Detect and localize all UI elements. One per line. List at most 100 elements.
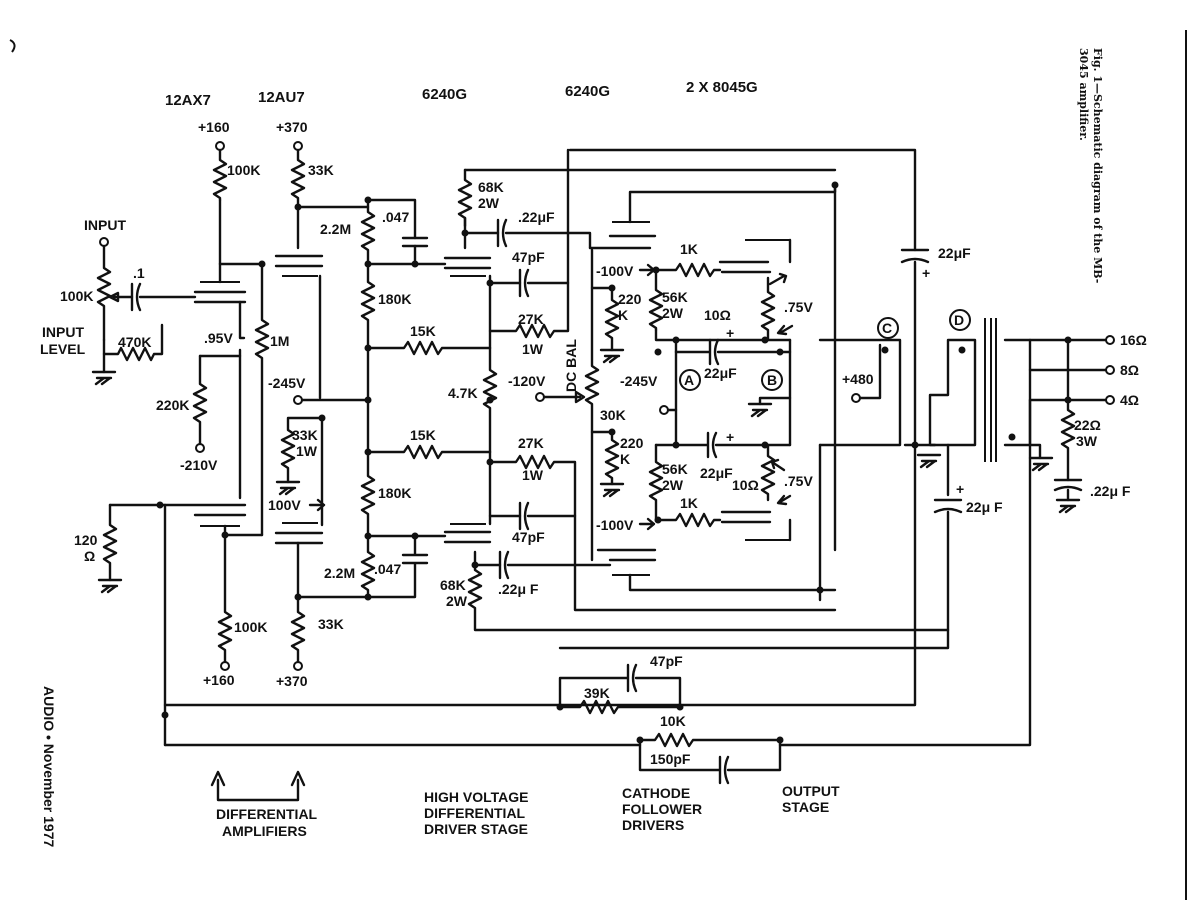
marker-b: B bbox=[767, 372, 777, 388]
r-100k-bot-label: 100K bbox=[234, 619, 267, 635]
r-180k-bot-label: 180K bbox=[378, 485, 411, 501]
input-label: INPUT bbox=[84, 217, 126, 233]
r-56k-bot-b: 2W bbox=[662, 477, 684, 493]
out-8-label: 8Ω bbox=[1120, 362, 1139, 378]
stage-cf-3: DRIVERS bbox=[622, 817, 684, 833]
pot-100k-label: 100K bbox=[60, 288, 93, 304]
r-33k-bot-label: 33K bbox=[318, 616, 344, 632]
c-047-top-label: .047 bbox=[382, 209, 409, 225]
input-level-label-2: LEVEL bbox=[40, 341, 86, 357]
cap-point1-label: .1 bbox=[133, 265, 145, 281]
r-27k-bot-b: 1W bbox=[522, 467, 544, 483]
stage-differential-2: AMPLIFIERS bbox=[222, 823, 307, 839]
r-220k-label: 220K bbox=[156, 397, 189, 413]
tube-label-8045g: 2 X 8045G bbox=[686, 79, 758, 96]
r-68k-top-b: 2W bbox=[478, 195, 500, 211]
marker-c: C bbox=[882, 320, 892, 336]
tube-label-12ax7: 12AX7 bbox=[165, 92, 211, 109]
v-095-label: .95V bbox=[204, 330, 233, 346]
r-15k-top-label: 15K bbox=[410, 323, 436, 339]
rail-160-top: +160 bbox=[198, 119, 230, 135]
c-22uf-bot-label: .22μ F bbox=[498, 581, 539, 597]
stage-differential-1: DIFFERENTIAL bbox=[216, 806, 318, 822]
v-m245-label: -245V bbox=[268, 375, 306, 391]
out-4-label: 4Ω bbox=[1120, 392, 1139, 408]
r-220-b-k: K bbox=[620, 451, 630, 467]
plus-right-bot: + bbox=[956, 481, 964, 497]
v-480-label: +480 bbox=[842, 371, 874, 387]
stage-hv-2: DIFFERENTIAL bbox=[424, 805, 526, 821]
r-1k-bot-label: 1K bbox=[680, 495, 698, 511]
plus-top-cap: + bbox=[726, 325, 734, 341]
r-15k-bot-label: 15K bbox=[410, 427, 436, 443]
r-120-unit: Ω bbox=[84, 548, 95, 564]
r-10-top-label: 10Ω bbox=[704, 307, 731, 323]
c-47pf-top-label: 47pF bbox=[512, 249, 545, 265]
r-56k-bot-label: 56K bbox=[662, 461, 688, 477]
v-m100-top-label: -100V bbox=[596, 263, 634, 279]
r-39k-label: 39K bbox=[584, 685, 610, 701]
r-33k-1w-label: 33K bbox=[292, 427, 318, 443]
rail-370-bot: +370 bbox=[276, 673, 308, 689]
input-level-label-1: INPUT bbox=[42, 324, 84, 340]
v-m210-label: -210V bbox=[180, 457, 218, 473]
c-150pf-label: 150pF bbox=[650, 751, 691, 767]
rail-370-top: +370 bbox=[276, 119, 308, 135]
r-33k-top-label: 33K bbox=[308, 162, 334, 178]
c-47pf-fb-label: 47pF bbox=[650, 653, 683, 669]
r-68k-bot-label: 68K bbox=[440, 577, 466, 593]
v-100-label: 100V bbox=[268, 497, 301, 513]
r-220k-k-b: K bbox=[618, 307, 628, 323]
tube-label-6240g-b: 6240G bbox=[565, 83, 610, 100]
stage-hv-1: HIGH VOLTAGE bbox=[424, 789, 528, 805]
stage-hv-3: DRIVER STAGE bbox=[424, 821, 528, 837]
v-m245-b-label: -245V bbox=[620, 373, 658, 389]
r-220k-k-label: 220 bbox=[618, 291, 642, 307]
stage-cf-2: FOLLOWER bbox=[622, 801, 702, 817]
r-22m-bot-label: 2.2M bbox=[324, 565, 355, 581]
r-220-b-label: 220 bbox=[620, 435, 644, 451]
c-22uf-a-label: 22μF bbox=[704, 365, 737, 381]
r-22m-top-label: 2.2M bbox=[320, 221, 351, 237]
r-33k-1w-b: 1W bbox=[296, 443, 318, 459]
r-56k-top-b: 2W bbox=[662, 305, 684, 321]
out-16-label: 16Ω bbox=[1120, 332, 1147, 348]
c-022-label: .22μ F bbox=[1090, 483, 1131, 499]
r-27k-top-b: 1W bbox=[522, 341, 544, 357]
r-1m-label: 1M bbox=[270, 333, 289, 349]
plus-mid-cap: + bbox=[726, 429, 734, 445]
stage-output-2: STAGE bbox=[782, 799, 829, 815]
plus-right-top: + bbox=[922, 265, 930, 281]
r-56k-top-label: 56K bbox=[662, 289, 688, 305]
r-22-label: 22Ω bbox=[1074, 417, 1101, 433]
v-m100-bot-label: -100V bbox=[596, 517, 634, 533]
r-68k-bot-b: 2W bbox=[446, 593, 468, 609]
figure-caption-line2: 3045 amplifier. bbox=[1077, 48, 1090, 141]
r-68k-top-label: 68K bbox=[478, 179, 504, 195]
tube-label-12au7: 12AU7 bbox=[258, 89, 305, 106]
r-27k-bot-label: 27K bbox=[518, 435, 544, 451]
pot-30k-label: 30K bbox=[600, 407, 626, 423]
c-22uf-top-label: .22μF bbox=[518, 209, 555, 225]
tube-label-6240g-a: 6240G bbox=[422, 86, 467, 103]
c-22uf-mid-label: 22μF bbox=[700, 465, 733, 481]
v-075-top-label: .75V bbox=[784, 299, 813, 315]
c-22uf-right-top-label: 22μF bbox=[938, 245, 971, 261]
page-footer: AUDIO • November 1977 bbox=[41, 686, 57, 848]
r-22-b: 3W bbox=[1076, 433, 1098, 449]
v-075-bot-label: .75V bbox=[784, 473, 813, 489]
figure-caption-line1: Fig. 1—Schematic diagram of the MB- bbox=[1091, 48, 1104, 283]
r-47k-label: 4.7K bbox=[448, 385, 478, 401]
r-27k-top-label: 27K bbox=[518, 311, 544, 327]
r-470k-label: 470K bbox=[118, 334, 151, 350]
stage-cf-1: CATHODE bbox=[622, 785, 690, 801]
c-22uf-right-bot-label: 22μ F bbox=[966, 499, 1003, 515]
r-1k-top-label: 1K bbox=[680, 241, 698, 257]
marker-d: D bbox=[954, 312, 964, 328]
c-47pf-bot-label: 47pF bbox=[512, 529, 545, 545]
rail-160-bot: +160 bbox=[203, 672, 235, 688]
r-10-bot-label: 10Ω bbox=[732, 477, 759, 493]
marker-a: A bbox=[684, 372, 694, 388]
